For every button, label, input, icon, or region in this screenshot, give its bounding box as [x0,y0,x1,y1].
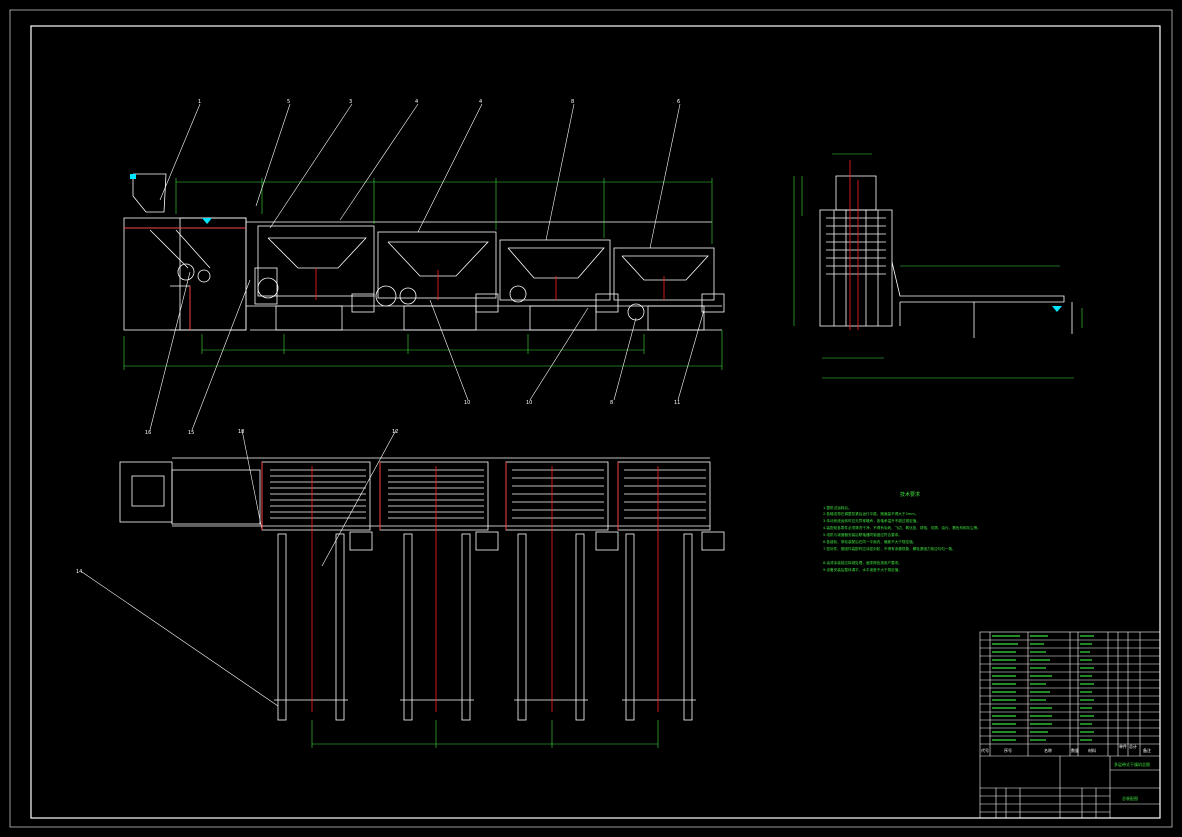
front-centerlines [124,227,665,330]
balloons-top: 1 5 3 4 4 8 6 [198,99,680,105]
balloon: 8 [610,400,613,406]
side-centerlines [849,160,859,330]
balloons-bottom: 16 15 10 10 8 11 [145,400,680,436]
note-line: 8.油漆涂装前应除锈处理，面漆颜色按用户要求。 [823,560,902,565]
plan-view [119,457,725,721]
balloon: 1 [198,99,201,105]
col-header: 名称 [1044,747,1052,753]
plan-centerlines [261,462,659,712]
balloons-plan: 18 12 14 [76,429,398,575]
plan-dimensions [311,720,659,748]
note-line: 9.设备安装后整体调平，水平误差不大于规定值。 [823,567,902,572]
front-dimensions [123,178,723,370]
technical-notes: 技术要求 1.整机试运转后。 2.各输送带在调整张紧后运行平稳，跑偏量不得大于3… [823,491,981,572]
balloon: 14 [76,569,82,575]
balloon: 16 [145,430,151,436]
side-view [819,175,1073,338]
balloon: 4 [415,99,418,105]
balloon: 3 [349,99,352,105]
col-header: 数量 [1071,747,1079,753]
title-block [979,631,1161,819]
note-line: 1.整机试运转后。 [823,505,852,510]
inner-frame [30,25,1161,819]
note-line: 5.电机与减速器安装后联轴器同轴度应符合要求。 [823,532,902,537]
outer-frame [9,9,1173,828]
col-header: 材料 [1088,747,1096,753]
title-block-entries [992,635,1094,741]
balloon: 11 [674,400,680,406]
balloon: 5 [287,99,290,105]
balloon: 10 [526,400,532,406]
balloon: 10 [464,400,470,406]
note-line: 3.传动系统运转时应无异常噪声，各轴承温升不超过规定值。 [823,518,920,523]
balloon: 4 [479,99,482,105]
col-header: 单件 [1119,743,1127,749]
note-line: 4.装配前各零件必须清洗干净，不得有毛刺、飞边、氧化皮、锈蚀、切屑、油污、着色剂… [823,525,981,530]
balloon: 8 [571,99,574,105]
note-line: 6.各链轮、带轮装配后在同一平面内，偏差不大于规定值。 [823,539,916,544]
balloon: 6 [677,99,680,105]
note-line: 2.各输送带在调整张紧后运行平稳，跑偏量不得大于3mm。 [823,511,918,516]
col-header: 备注 [1143,747,1151,753]
col-header: 序号 [1004,747,1012,753]
col-header: 总计 [1129,743,1137,749]
highlight-marks [130,174,1062,312]
balloon: 15 [188,430,194,436]
col-header: 代号 [981,747,989,753]
note-line: 7.密封件、紧固件装配时应涂密封胶，不得有渗漏现象，螺栓紧固力矩应均匀一致。 [823,546,956,551]
front-elevation [123,173,725,331]
balloon: 18 [238,429,244,435]
balloon: 12 [392,429,398,435]
side-dimensions [793,153,1083,379]
notes-title: 技术要求 [900,491,920,498]
drawing-name: 多层带式干燥机总图 [1114,761,1150,767]
title-block-text: 序号 代号 名称 数量 材料 单件 总计 备注 多层带式干燥机总图 总装配图 [981,743,1151,801]
front-leaders [81,103,705,707]
drawing-scale: 总装配图 [1122,795,1138,801]
